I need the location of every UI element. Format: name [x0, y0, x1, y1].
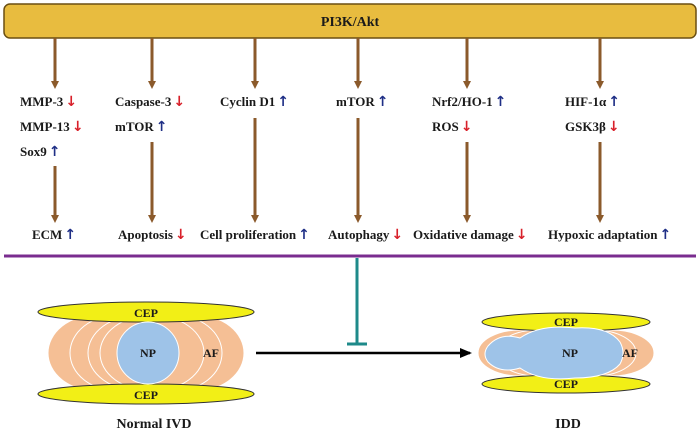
outcome-ecm: ECM↑	[32, 227, 77, 243]
normal-cep-top-label: CEP	[134, 306, 158, 320]
inhibition-arrow	[347, 258, 367, 346]
pi3k-akt-label: PI3K/Akt	[321, 15, 380, 30]
down-arrow-icon: ↓	[65, 94, 78, 110]
reg-mtor-autophagy: mTOR↑	[336, 94, 389, 110]
idd-cep-top-label: CEP	[554, 315, 578, 329]
reg-sox9: Sox9↑	[20, 144, 61, 160]
outcome-cell-proliferation: Cell proliferation↑	[200, 227, 310, 243]
reg-mmp3: MMP-3↓	[20, 94, 78, 110]
up-arrow-icon: ↑	[64, 227, 77, 243]
down-arrow-icon: ↓	[391, 227, 404, 243]
reg-hif1a: HIF-1α↑	[565, 94, 620, 110]
down-arrow-icon: ↓	[174, 227, 187, 243]
up-arrow-icon: ↑	[155, 119, 168, 135]
up-arrow-icon: ↑	[494, 94, 507, 110]
down-arrow-icon: ↓	[71, 119, 84, 135]
idd-af-label: AF	[622, 346, 638, 360]
up-arrow-icon: ↑	[659, 227, 672, 243]
up-arrow-icon: ↑	[298, 227, 310, 243]
up-arrow-icon: ↑	[48, 144, 61, 160]
reg-mmp13: MMP-13↓	[20, 119, 84, 135]
up-arrow-icon: ↑	[608, 94, 620, 110]
outcome-apoptosis: Apoptosis↓	[118, 227, 187, 243]
normal-np	[116, 321, 180, 385]
idd-caption: IDD	[555, 417, 581, 432]
up-arrow-icon: ↑	[277, 94, 289, 110]
reg-gsk3b: GSK3β↓	[565, 119, 620, 135]
down-arrow-icon: ↓	[515, 227, 528, 243]
normal-af-label: AF	[203, 346, 219, 360]
idd-disc: CEP CEP NP AF	[477, 312, 655, 394]
reg-mtor-apoptosis: mTOR↑	[115, 119, 168, 135]
idd-cep-bottom-label: CEP	[554, 377, 578, 391]
outcome-oxidative-damage: Oxidative damage↓	[413, 227, 528, 243]
normal-cep-bottom-label: CEP	[134, 388, 158, 402]
reg-nrf2-ho1: Nrf2/HO-1↑	[432, 94, 507, 110]
up-arrow-icon: ↑	[376, 94, 389, 110]
outcome-hypoxic-adaptation: Hypoxic adaptation↑	[548, 227, 672, 243]
normal-ivd-disc: CEP CEP NP AF	[37, 301, 255, 405]
reg-cyclin-d1: Cyclin D1↑	[220, 94, 289, 110]
reg-ros: ROS↓	[432, 119, 473, 135]
normal-ivd-caption: Normal IVD	[116, 417, 191, 432]
down-arrow-icon: ↓	[607, 119, 620, 135]
idd-np-label: NP	[562, 346, 578, 360]
normal-np-label: NP	[140, 346, 156, 360]
idd-np	[484, 326, 624, 380]
pathway-bottom-arrows	[51, 118, 604, 223]
down-arrow-icon: ↓	[173, 94, 186, 110]
outcome-autophagy: Autophagy↓	[328, 227, 404, 243]
pathway-top-arrows	[51, 38, 604, 89]
down-arrow-icon: ↓	[460, 119, 473, 135]
pi3k-akt-banner	[3, 3, 697, 39]
reg-caspase3: Caspase-3↓	[115, 94, 186, 110]
